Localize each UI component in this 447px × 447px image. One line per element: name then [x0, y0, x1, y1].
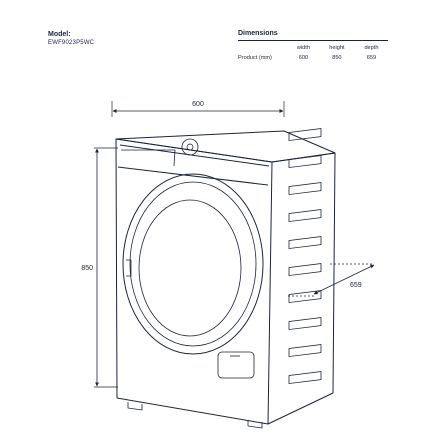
- row-label: Product (mm): [238, 55, 272, 61]
- dimensions-title: Dimensions: [238, 30, 278, 37]
- header-depth: depth: [364, 45, 379, 51]
- dimensions-table-block: Dimensions width height depth Product (m…: [238, 30, 388, 63]
- model-number: EWF9023P5WC: [48, 40, 95, 46]
- dimensions-table: width height depth Product (mm) 600 850 …: [238, 43, 388, 63]
- header-width: width: [296, 45, 310, 51]
- dimensions-divider: [238, 40, 388, 41]
- value-depth: 659: [366, 55, 377, 61]
- dimensions-header-row: width height depth: [238, 43, 388, 53]
- model-block: Model: EWF9023P5WC: [48, 30, 94, 48]
- depth-label: 659: [350, 282, 362, 289]
- machine-body: [115, 128, 336, 429]
- header-height: height: [329, 45, 345, 51]
- depth-dimension: 659: [288, 263, 375, 297]
- height-label: 850: [81, 265, 93, 272]
- dimensions-value-row: Product (mm) 600 850 659: [238, 53, 388, 63]
- model-label: Model:: [48, 31, 71, 38]
- width-label: 600: [192, 101, 204, 108]
- width-dimension: 600: [111, 101, 285, 117]
- height-dimension: 850: [81, 147, 118, 388]
- value-height: 850: [332, 55, 342, 61]
- value-width: 600: [298, 55, 309, 61]
